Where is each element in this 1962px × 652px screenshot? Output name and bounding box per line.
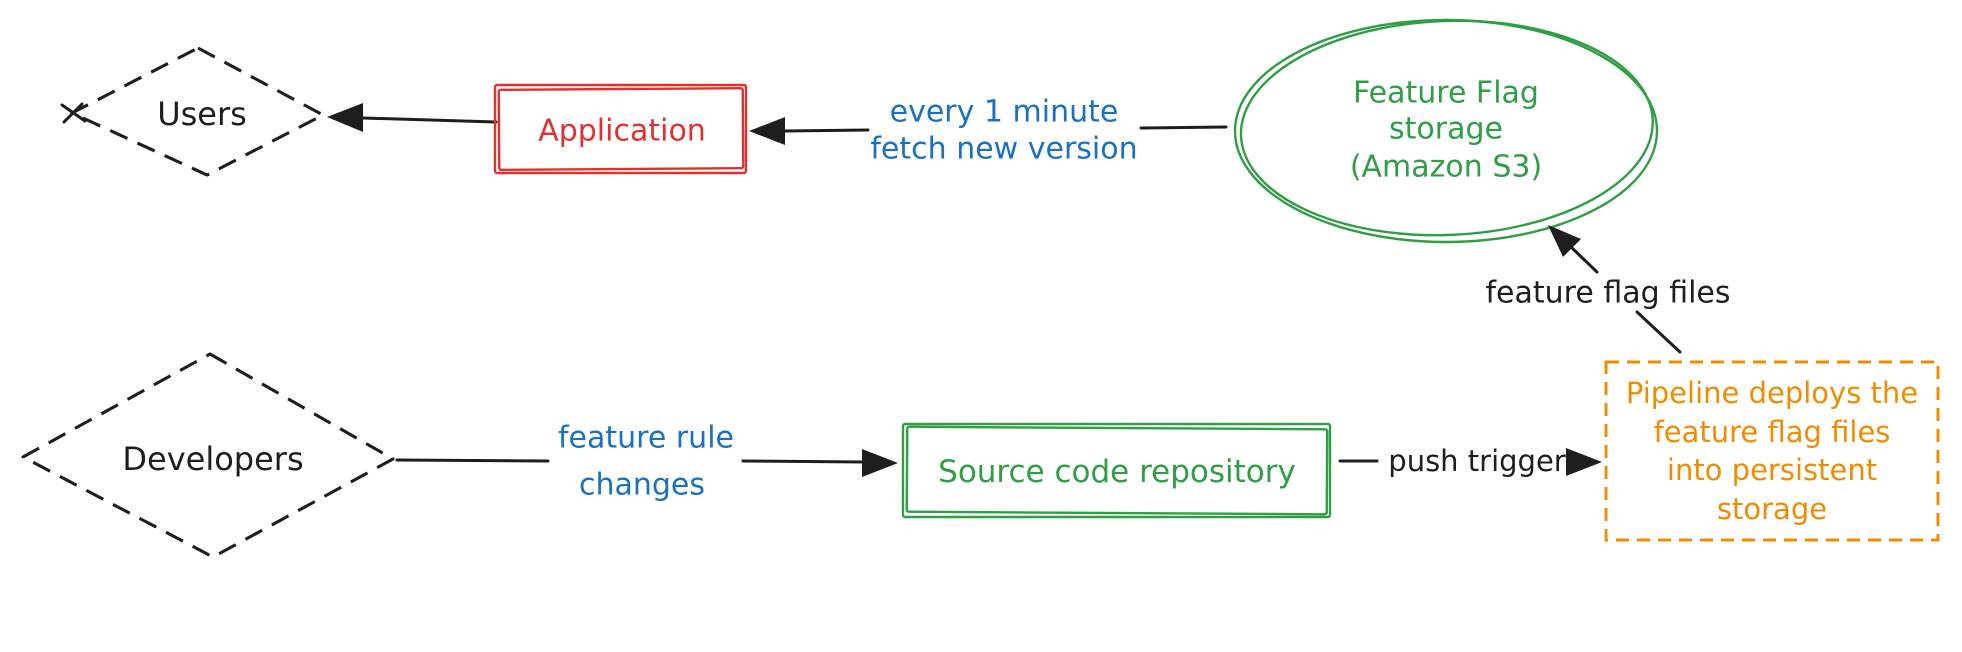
arrow-repository-to-pipeline-head bbox=[1566, 448, 1602, 476]
repository-box-inner bbox=[905, 425, 1329, 516]
repository-label: Source code repository bbox=[938, 454, 1296, 490]
users-node: Users bbox=[60, 46, 325, 177]
application-box-inner bbox=[497, 86, 745, 172]
fetch-interval-label-line1: every 1 minute bbox=[890, 95, 1119, 130]
pipeline-label-line4: storage bbox=[1717, 492, 1827, 526]
arrow-application-to-users bbox=[327, 103, 498, 132]
storage-label-line2: storage bbox=[1389, 112, 1503, 147]
pipeline-label-line3: into persistent bbox=[1667, 453, 1877, 487]
application-label: Application bbox=[538, 114, 706, 149]
storage-ellipse-inner bbox=[1239, 19, 1654, 237]
pipeline-node: Pipeline deploys the feature flag files … bbox=[1604, 360, 1940, 542]
developers-node: Developers bbox=[21, 352, 395, 559]
pipeline-box bbox=[1604, 360, 1940, 542]
developers-label: Developers bbox=[122, 440, 303, 478]
fetch-interval-label-line2: fetch new version bbox=[870, 132, 1137, 167]
arrow-pipeline-to-storage-line-lower bbox=[1635, 310, 1682, 354]
arrow-storage-to-application-line-left bbox=[783, 128, 870, 133]
arrow-storage-to-application-head bbox=[749, 117, 785, 145]
arrow-storage-to-application-line-right bbox=[1139, 125, 1228, 130]
arrow-developers-to-repository-line-left bbox=[395, 458, 550, 463]
application-box-outer bbox=[493, 83, 748, 175]
arrow-storage-to-application: every 1 minute fetch new version bbox=[749, 95, 1228, 167]
arrow-pipeline-to-storage-head bbox=[1548, 225, 1581, 257]
pipeline-label-line1: Pipeline deploys the bbox=[1626, 376, 1918, 410]
users-diamond-shape bbox=[70, 46, 325, 177]
storage-node: Feature Flag storage (Amazon S3) bbox=[1233, 18, 1659, 244]
flag-files-label: feature flag files bbox=[1485, 276, 1730, 311]
users-label: Users bbox=[157, 95, 247, 133]
arrow-developers-to-repository: feature rule changes bbox=[395, 421, 898, 503]
repository-box-outer bbox=[901, 422, 1332, 519]
rule-changes-label-line2: changes bbox=[579, 468, 705, 503]
arrow-repository-to-pipeline: push trigger bbox=[1338, 444, 1602, 478]
pipeline-label-line2: feature flag files bbox=[1654, 415, 1891, 449]
arrow-application-to-users-head bbox=[327, 103, 363, 132]
arrow-pipeline-to-storage-line-upper bbox=[1570, 246, 1599, 274]
repository-node: Source code repository bbox=[901, 422, 1332, 519]
application-node: Application bbox=[493, 83, 748, 175]
storage-label-line1: Feature Flag bbox=[1353, 76, 1539, 111]
arrow-developers-to-repository-line-right bbox=[741, 459, 866, 464]
rule-changes-label-line1: feature rule bbox=[558, 421, 734, 456]
developers-diamond-shape bbox=[21, 352, 395, 559]
users-vertex-x-mark bbox=[60, 102, 87, 124]
arrow-pipeline-to-storage: feature flag files bbox=[1485, 225, 1731, 354]
arrow-developers-to-repository-head bbox=[862, 449, 898, 477]
arrow-application-to-users-line bbox=[361, 116, 498, 124]
storage-label-line3: (Amazon S3) bbox=[1350, 150, 1542, 185]
push-trigger-label: push trigger bbox=[1388, 444, 1566, 478]
